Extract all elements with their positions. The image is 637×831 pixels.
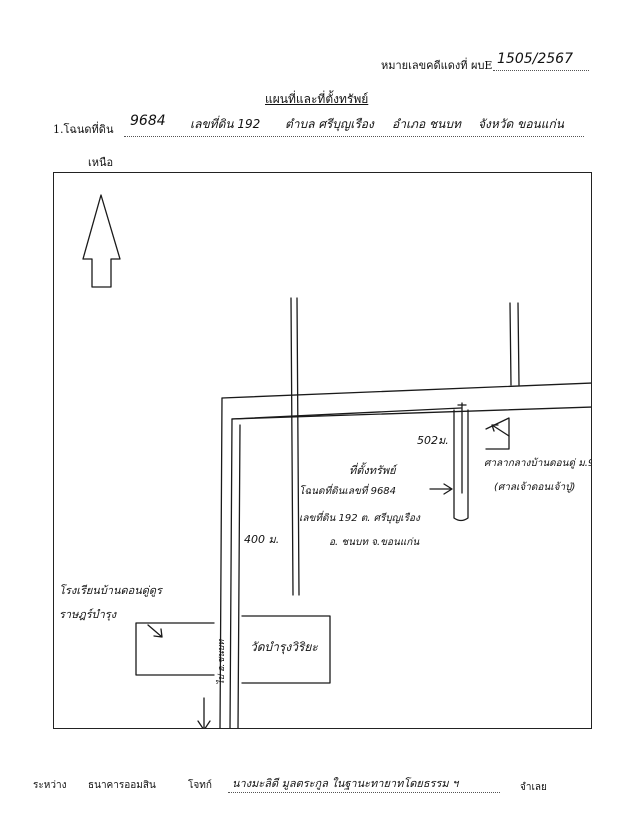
shrine-box: [485, 417, 510, 450]
property-line3: อ. ชนบท จ.ขอนแก่น: [329, 537, 420, 548]
property-plot: [453, 409, 469, 522]
deed-district: อำเภอ ชนบท: [392, 117, 461, 131]
temple-label: วัดบำรุงวิริยะ: [250, 640, 318, 654]
road-inner-top: [231, 407, 462, 420]
road-inner-left: [237, 424, 241, 728]
north-label: เหนือ: [88, 156, 114, 169]
map-drawing: [82, 194, 591, 728]
deed-province: จังหวัด ขอนแก่น: [478, 117, 564, 131]
property-arrow-icon: [429, 483, 453, 495]
footer-plaintiff-role: โจทก์: [188, 780, 212, 791]
distance-400: 400 ม.: [244, 533, 280, 546]
right-street-a: [509, 302, 512, 386]
road-down-arrow-icon: [197, 697, 211, 728]
mid-street-b: [296, 297, 300, 596]
main-road-top: [221, 382, 591, 399]
footer-defendant: นางมะลิดี มูลตระกูล ในฐานะทายาทโดยธรรม ฯ: [232, 777, 459, 790]
case-number-dots: [493, 70, 589, 71]
deed-land-no: เลขที่ดิน 192: [190, 117, 261, 131]
north-arrow-icon: [82, 194, 121, 288]
deed-number: 9684: [130, 113, 166, 129]
south-road-right: [229, 418, 233, 728]
school-boundary: [135, 622, 215, 676]
shrine-line2: (ศาลเจ้าดอนเจ้าปู่): [494, 482, 576, 493]
page-title: แผนที่และที่ตั้งทรัพย์: [265, 92, 369, 106]
deed-label: 1.โฉนดที่ดิน: [53, 123, 114, 136]
case-number-label: หมายเลขคดีแดงที่ ผบE: [381, 59, 493, 72]
school-line2: ราษฎร์บำรุง: [59, 608, 117, 621]
footer-dots: [228, 792, 500, 793]
case-number-value: 1505/2567: [497, 51, 573, 67]
temple-boundary: [241, 615, 331, 684]
main-road-bottom: [231, 406, 591, 420]
footer-plaintiff: ธนาคารออมสิน: [88, 780, 156, 791]
map-frame: 502ม. 400 ม. ที่ตั้งทรัพย์ โฉนดที่ดินเลข…: [53, 172, 592, 729]
road-label: ไป อ.ชนบท: [217, 639, 227, 685]
school-arrow-icon: [147, 624, 163, 638]
shrine-line1: ศาลากลางบ้านดอนดู่ ม.9: [484, 458, 592, 469]
school-line1: โรงเรียนบ้านดอนดู่ดูร: [59, 584, 162, 597]
footer-defendant-role: จำเลย: [520, 782, 547, 793]
property-line2: เลขที่ดิน 192 ต. ศรีบุญเรือง: [299, 513, 420, 524]
south-road-left: [219, 397, 223, 728]
shrine-arrow-icon: [491, 424, 510, 437]
property-title: ที่ตั้งทรัพย์: [349, 464, 396, 477]
deed-subdistrict: ตำบล ศรีบุญเรือง: [285, 117, 374, 131]
footer-between: ระหว่าง: [33, 780, 67, 791]
mid-street-a: [290, 297, 294, 596]
right-street-b: [517, 302, 520, 386]
distance-502: 502ม.: [417, 434, 449, 447]
deed-dots: [124, 136, 584, 137]
property-line1: โฉนดที่ดินเลขที่ 9684: [299, 486, 397, 497]
